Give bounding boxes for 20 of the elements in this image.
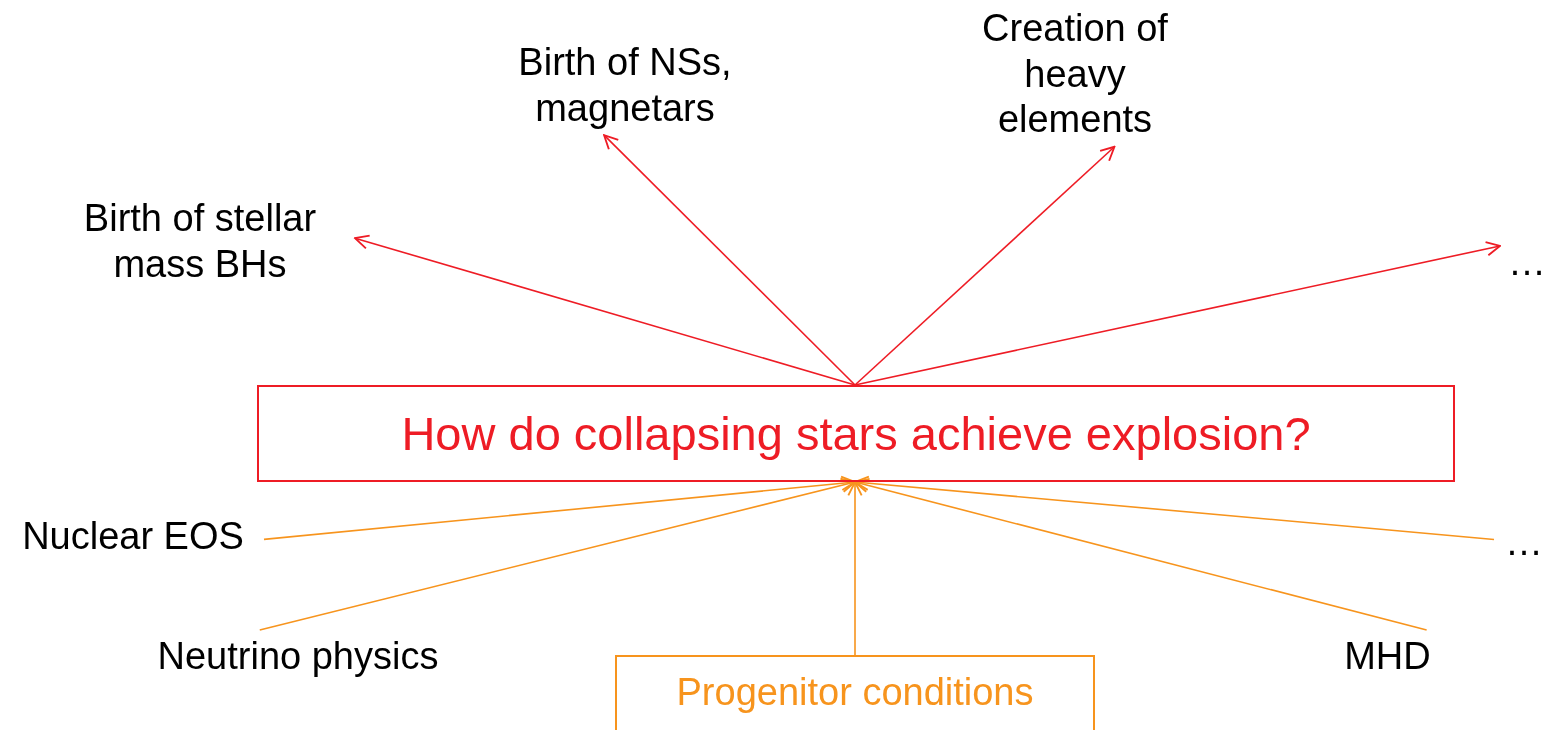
arrow xyxy=(354,234,856,386)
arrow xyxy=(854,145,1116,386)
box-text: How do collapsing stars achieve explosion? xyxy=(401,406,1311,461)
topic-label: Birth of NSs, magnetars xyxy=(517,40,733,131)
topic-label: MHD xyxy=(1343,634,1432,679)
question-box xyxy=(257,385,1455,482)
box-text: Progenitor conditions xyxy=(676,671,1034,714)
topic-label: Nuclear EOS xyxy=(21,514,245,559)
arrow xyxy=(854,477,1428,631)
arrow xyxy=(854,241,1501,386)
arrow xyxy=(603,134,856,386)
process-box xyxy=(615,655,1095,730)
arrow xyxy=(258,477,856,631)
topic-label: … xyxy=(1504,520,1544,565)
arrow xyxy=(854,475,1495,541)
arrow xyxy=(847,481,863,656)
topic-label: Neutrino physics xyxy=(156,634,440,679)
topic-label: Birth of stellar mass BHs xyxy=(82,196,318,287)
topic-label: … xyxy=(1507,240,1547,285)
topic-label: Creation of heavy elements xyxy=(981,6,1169,143)
